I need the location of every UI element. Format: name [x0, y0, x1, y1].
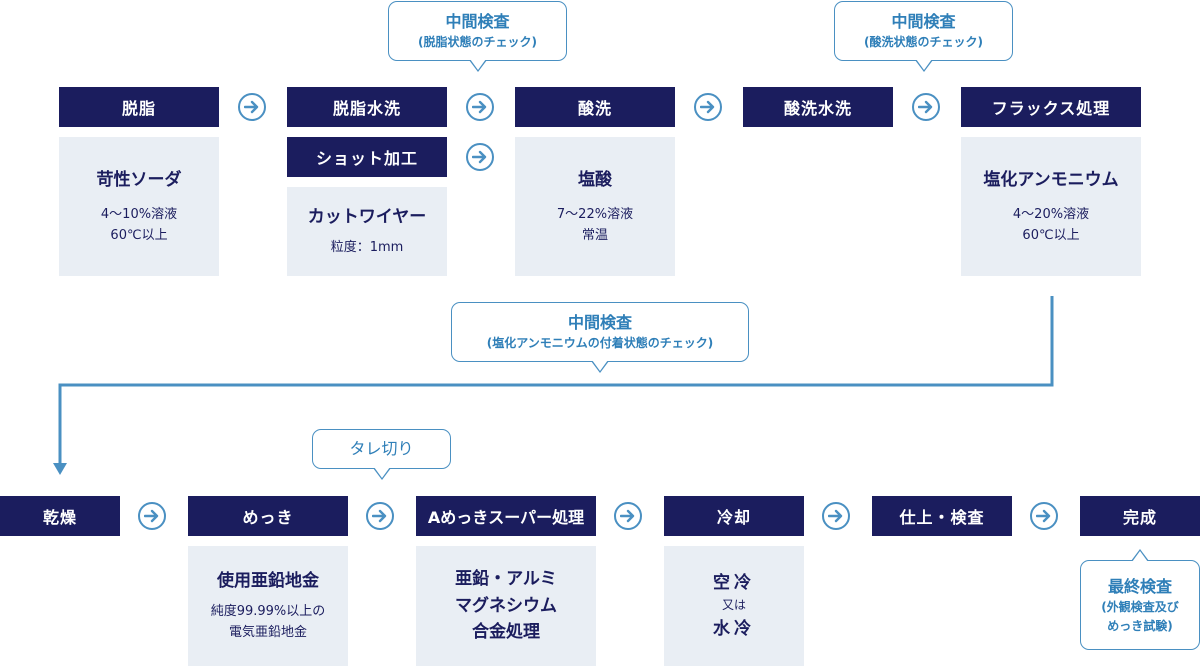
circle-arrow-right-icon [238, 93, 266, 121]
detail-title: 水冷 [713, 618, 755, 639]
callout-drip: タレ切り [312, 429, 451, 480]
detail-line: 7～22%溶液 [556, 206, 634, 222]
detail-shot: カットワイヤー 粒度：1mm [287, 187, 447, 276]
circle-arrow-right-icon [614, 502, 642, 530]
circle-arrow-right-icon [822, 502, 850, 530]
detail-line: 粒度：1mm [330, 240, 404, 256]
detail-title: マグネシウム [455, 595, 557, 616]
detail-title: 塩化アンモニウム [983, 169, 1119, 190]
callout-pickle-check: 中間検査 (酸洗状態のチェック) [834, 1, 1013, 72]
detail-title: 苛性ソーダ [96, 169, 182, 190]
step-complete: 完成 [1080, 496, 1200, 536]
detail-flux: 塩化アンモニウム 4～20%溶液 60℃以上 [961, 137, 1141, 276]
detail-line: 60℃以上 [1022, 227, 1080, 243]
detail-line: 常温 [581, 227, 608, 243]
circle-arrow-right-icon [366, 502, 394, 530]
detail-title: カットワイヤー [307, 206, 427, 227]
detail-title: 空冷 [713, 573, 755, 594]
step-shot-blasting: ショット加工 [287, 137, 447, 177]
step-pickling: 酸洗 [515, 87, 675, 127]
detail-title: 使用亜鉛地金 [217, 571, 319, 592]
callout-title: 中間検査 [567, 313, 632, 333]
detail-line: 60℃以上 [110, 227, 168, 243]
detail-title: 亜鉛・アルミ [455, 569, 557, 590]
circle-arrow-right-icon [466, 93, 494, 121]
detail-line: 電気亜鉛地金 [228, 625, 307, 641]
circle-arrow-right-icon [138, 502, 166, 530]
detail-line: 4～20%溶液 [1012, 206, 1090, 222]
detail-line: 純度99.99%以上の [210, 604, 326, 620]
detail-line: 又は [721, 598, 746, 613]
detail-cooling: 空冷 又は 水冷 [664, 546, 804, 666]
step-drying: 乾燥 [0, 496, 120, 536]
callout-degrease-check: 中間検査 (脱脂状態のチェック) [388, 1, 567, 72]
circle-arrow-right-icon [466, 143, 494, 171]
detail-pickling: 塩酸 7～22%溶液 常温 [515, 137, 675, 276]
circle-arrow-right-icon [912, 93, 940, 121]
step-degrease-rinse: 脱脂水洗 [287, 87, 447, 127]
detail-degrease: 苛性ソーダ 4～10%溶液 60℃以上 [59, 137, 219, 276]
circle-arrow-right-icon [694, 93, 722, 121]
step-degrease: 脱脂 [59, 87, 219, 127]
callout-final-inspection: 最終検査 (外観検査及び めっき試験) [1080, 549, 1200, 650]
detail-title: 合金処理 [472, 622, 540, 643]
callout-sub: めっき試験) [1107, 618, 1173, 633]
circle-arrow-right-icon [1030, 502, 1058, 530]
callout-title: 中間検査 [891, 12, 956, 32]
step-flux: フラックス処理 [961, 87, 1141, 127]
step-finish-inspection: 仕上・検査 [872, 496, 1012, 536]
detail-plating: 使用亜鉛地金 純度99.99%以上の 電気亜鉛地金 [188, 546, 348, 666]
callout-sub: (外観検査及び [1101, 600, 1179, 614]
callout-title: タレ切り [349, 439, 414, 459]
detail-title: 塩酸 [578, 169, 612, 190]
callout-title: 中間検査 [445, 12, 510, 32]
callout-sub: (酸洗状態のチェック) [864, 35, 983, 50]
step-super-treatment: Aめっきスーパー処理 [416, 496, 596, 536]
detail-super-treatment: 亜鉛・アルミ マグネシウム 合金処理 [416, 546, 596, 666]
step-plating: めっき [188, 496, 348, 536]
callout-flux-check: 中間検査 (塩化アンモニウムの付着状態のチェック) [451, 302, 749, 373]
detail-line: 4～10%溶液 [100, 206, 178, 222]
step-cooling: 冷却 [664, 496, 804, 536]
callout-title: 最終検査 [1107, 576, 1172, 596]
step-pickling-rinse: 酸洗水洗 [743, 87, 893, 127]
callout-sub: (脱脂状態のチェック) [418, 35, 537, 50]
callout-sub: (塩化アンモニウムの付着状態のチェック) [486, 336, 714, 351]
